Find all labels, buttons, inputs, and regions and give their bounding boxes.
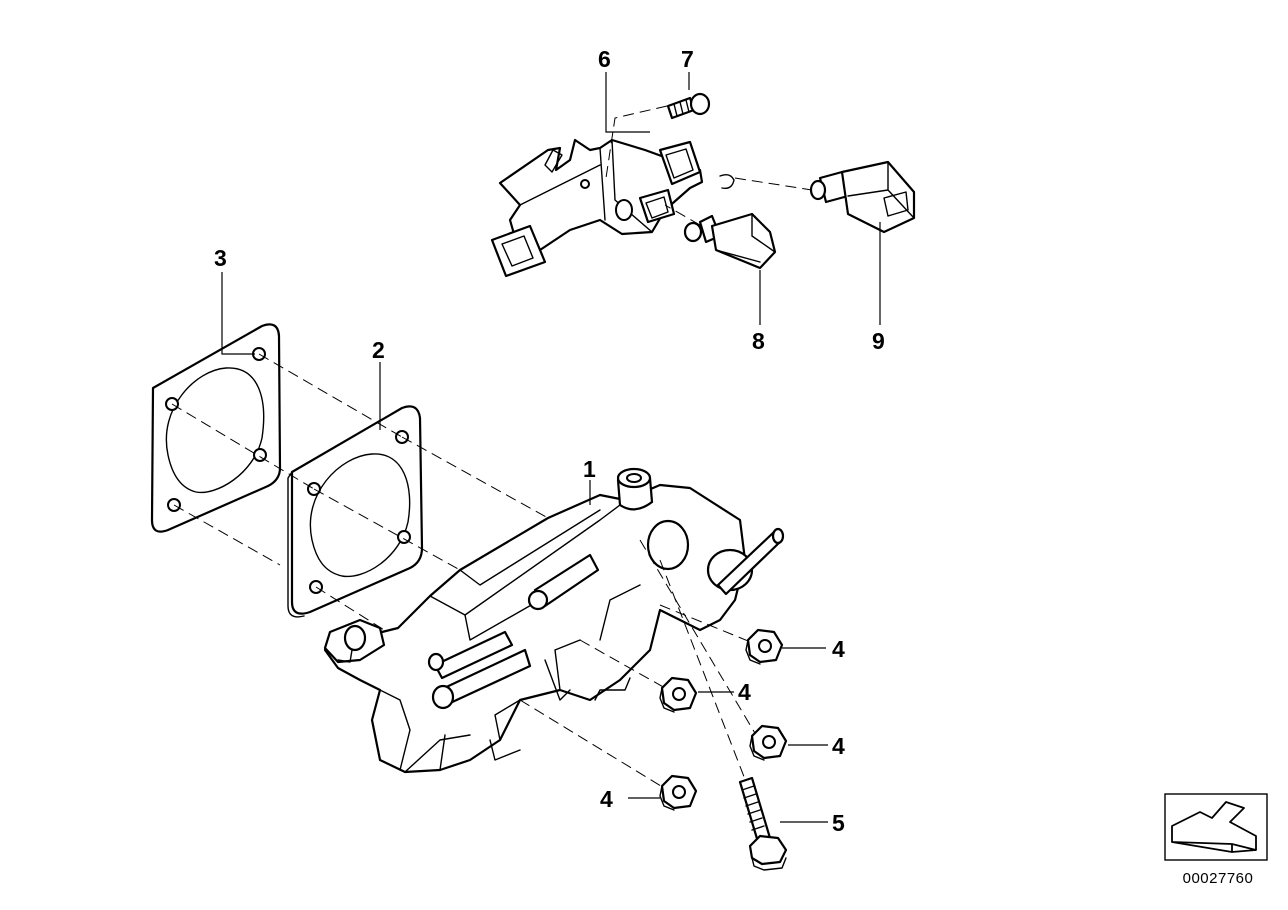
callout-8: 8 (752, 328, 765, 354)
assembly-line (171, 403, 315, 490)
switch-9 (809, 160, 916, 234)
callout-9: 9 (872, 328, 885, 354)
assembly-line (258, 353, 403, 438)
callout-4: 4 (832, 733, 845, 759)
callout-7: 7 (681, 46, 694, 72)
callout-3: 3 (214, 245, 227, 271)
assembly-line (659, 604, 759, 646)
assembly-line (313, 488, 461, 571)
callout-4: 4 (600, 786, 613, 812)
assembly-line (659, 559, 761, 819)
assembly-line (401, 436, 549, 519)
assembly-line (519, 699, 675, 795)
gasket-3 (150, 323, 282, 533)
assembly-line (605, 105, 668, 179)
assembly-line (173, 504, 281, 566)
switch-bracket (490, 138, 735, 278)
nut-4 (659, 774, 698, 811)
screw-7 (666, 92, 711, 120)
assembly-line (664, 204, 701, 226)
callout-1: 1 (583, 456, 596, 482)
leader-lines (221, 72, 881, 823)
nut-4 (745, 628, 784, 665)
document-number: 00027760 (1182, 870, 1254, 887)
assembly-line (734, 177, 813, 191)
callout-6: 6 (598, 46, 611, 72)
assembly-line (579, 639, 675, 694)
switch-8 (683, 212, 777, 270)
callout-2: 2 (372, 337, 385, 363)
nut-4 (749, 724, 788, 761)
assembly-line (639, 539, 763, 746)
nut-4 (659, 676, 698, 713)
direction-arrow-icon (1164, 793, 1268, 861)
pedal-housing-1 (323, 467, 785, 774)
callout-5: 5 (832, 810, 845, 836)
callout-4: 4 (738, 679, 751, 705)
flange-plate-2 (287, 405, 424, 618)
bolt-5 (738, 776, 788, 871)
callout-4: 4 (832, 636, 845, 662)
